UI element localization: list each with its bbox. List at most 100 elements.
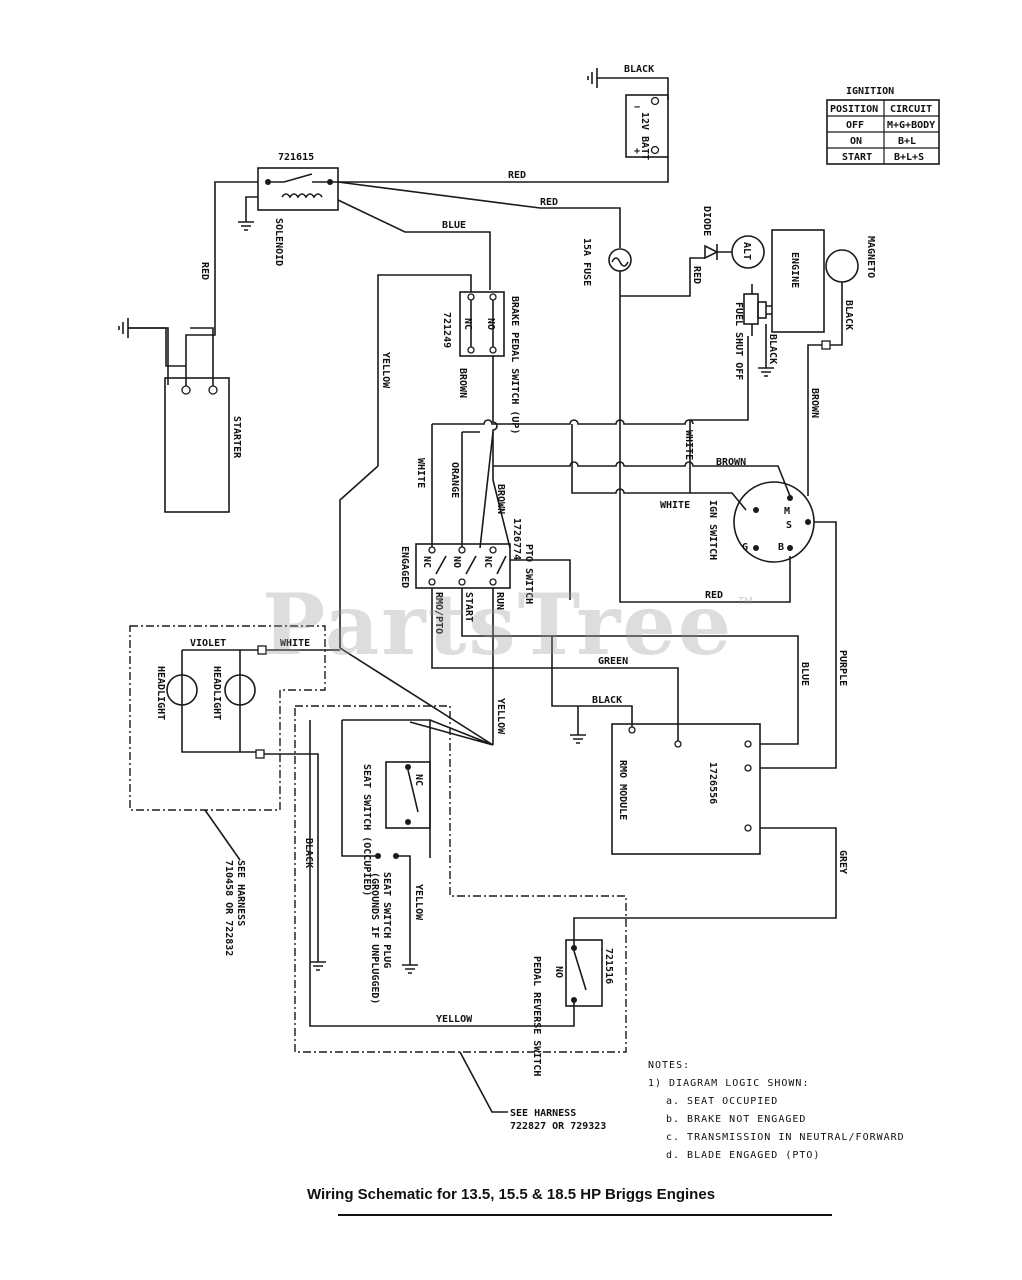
diagram-caption: Wiring Schematic for 13.5, 15.5 & 18.5 H… xyxy=(306,1186,716,1203)
wire-label-white-ign: WHITE xyxy=(660,500,690,511)
pto-switch: NC NO NC ENGAGED 1726774 PTO SWITCH RMO/… xyxy=(399,518,534,634)
wire-label-red-diode: RED xyxy=(691,266,702,284)
harness-note-bottom-1: SEE HARNESS xyxy=(510,1108,576,1119)
battery-label: 12V BATT xyxy=(639,112,650,160)
wire-label-black-headlight: BLACK xyxy=(303,838,314,868)
notes-title: NOTES: xyxy=(648,1060,690,1071)
wire-label-brown-pto: BROWN xyxy=(495,484,506,514)
brake-label: BRAKE PEDAL SWITCH (UP) xyxy=(509,296,520,434)
seat-nc: NC xyxy=(413,774,424,786)
wire-label-white-pto: WHITE xyxy=(415,458,426,488)
wire-label-battery-black: BLACK xyxy=(624,64,654,75)
ign-m: M xyxy=(784,506,790,517)
wire-label-brown-magneto: BROWN xyxy=(809,388,820,418)
notes-line-1: 1) DIAGRAM LOGIC SHOWN: xyxy=(648,1078,809,1089)
rmo-part: 1726556 xyxy=(707,762,718,804)
brake-pedal-switch: NC NO 721249 BRAKE PEDAL SWITCH (UP) xyxy=(441,291,520,434)
notes-line-b: b. BRAKE NOT ENGAGED xyxy=(666,1114,806,1125)
headlight-right-label: HEADLIGHT xyxy=(211,666,222,720)
pto-nc-2: NC xyxy=(482,556,493,568)
notes: NOTES: 1) DIAGRAM LOGIC SHOWN: a. SEAT O… xyxy=(648,1060,905,1161)
ign-g: G xyxy=(742,542,748,553)
reverse-no: NO xyxy=(553,966,564,978)
starter-ground-icon xyxy=(118,318,186,367)
diode: DIODE xyxy=(701,206,732,260)
pto-start: START xyxy=(463,592,474,622)
wire-label-black-fuel: BLACK xyxy=(767,334,778,364)
table-cell-on-circuit: B+L xyxy=(898,136,916,147)
pto-part: 1726774 xyxy=(511,518,522,560)
notes-line-c: c. TRANSMISSION IN NEUTRAL/FORWARD xyxy=(666,1132,905,1143)
solenoid: 721615 SOLENOID xyxy=(238,152,339,266)
brake-part: 721249 xyxy=(441,312,452,348)
harness-note-left-1: SEE HARNESS xyxy=(235,860,246,926)
wire-label-grey: GREY xyxy=(837,850,848,874)
watermark-logo: PartsTree xyxy=(262,575,734,674)
caption-underline xyxy=(338,1214,832,1216)
brake-no: NO xyxy=(485,318,496,330)
reverse-part: 721516 xyxy=(603,948,614,984)
wire-label-white-fuel: WHITE xyxy=(683,430,694,460)
starter: STARTER xyxy=(118,318,242,513)
solenoid-label: SOLENOID xyxy=(273,218,284,266)
wire-label-green: GREEN xyxy=(598,656,628,667)
fuse-label: 15A FUSE xyxy=(581,238,592,286)
ign-s: S xyxy=(786,520,792,531)
rmo-module: RMO MODULE 1726556 xyxy=(611,723,761,855)
harness-note-left-2: 710458 OR 722832 xyxy=(223,860,234,956)
fuel-shutoff: FUEL SHUT OFF BLACK xyxy=(733,284,778,380)
wire-label-yellow-brake: YELLOW xyxy=(380,352,391,389)
table-cell-off-circuit: M+G+BODY xyxy=(887,120,935,131)
notes-line-a: a. SEAT OCCUPIED xyxy=(666,1096,778,1107)
wire-label-red-fuse: RED xyxy=(540,197,558,208)
table-cell-start: START xyxy=(842,152,872,163)
magneto: MAGNETO BLACK BROWN xyxy=(807,236,876,496)
headlight-harness: VIOLET HEADLIGHT HEADLIGHT WHITE BLACK xyxy=(129,625,340,971)
rmo-ground-icon xyxy=(570,706,586,744)
wire-label-black-magneto: BLACK xyxy=(843,300,854,330)
fuel-shutoff-label: FUEL SHUT OFF xyxy=(733,302,744,380)
headlight-left-label: HEADLIGHT xyxy=(155,666,166,720)
brake-nc: NC xyxy=(462,318,473,330)
reverse-label: PEDAL REVERSE SWITCH xyxy=(531,956,542,1076)
notes-line-d: d. BLADE ENGAGED (PTO) xyxy=(666,1150,820,1161)
fuse-15a: 15A FUSE xyxy=(581,238,632,286)
battery-minus: − xyxy=(634,102,640,113)
engine: ENGINE xyxy=(771,229,825,333)
wire-label-blue-rmo: BLUE xyxy=(799,662,810,686)
ignition-switch: M S G B IGN SWITCH xyxy=(707,481,815,563)
wire-label-white-headlight: WHITE xyxy=(280,638,310,649)
wire-label-purple: PURPLE xyxy=(837,650,848,686)
pto-label: PTO SWITCH xyxy=(523,544,534,604)
wire-label-black-rmo: BLACK xyxy=(592,695,622,706)
solenoid-coil-icon xyxy=(281,193,323,199)
table-header-position: POSITION xyxy=(830,104,878,115)
magneto-label: MAGNETO xyxy=(865,236,876,278)
seat-plug-label: SEAT SWITCH PLUG xyxy=(381,872,392,968)
headlight-ground-icon xyxy=(264,753,326,971)
fuel-ground-icon xyxy=(758,324,774,377)
wire-label-brown-ign: BROWN xyxy=(716,457,746,468)
table-header-circuit: CIRCUIT xyxy=(890,104,932,115)
ign-label: IGN SWITCH xyxy=(707,500,718,560)
rmo-label: RMO MODULE xyxy=(617,760,628,820)
wire-label-red-starter: RED xyxy=(199,262,210,280)
seat-ground-icon xyxy=(398,855,418,974)
table-cell-start-circuit: B+L+S xyxy=(894,152,924,163)
pto-no: NO xyxy=(451,556,462,568)
wire-label-yellow-reverse: YELLOW xyxy=(436,1014,473,1025)
harness-note-bottom-2: 722827 OR 729323 xyxy=(510,1121,606,1132)
wire-label-red-ign: RED xyxy=(705,590,723,601)
wire-label-blue-brake: BLUE xyxy=(442,220,466,231)
wire-label-yellow-pto: YELLOW xyxy=(495,698,506,735)
solenoid-part: 721615 xyxy=(278,152,314,163)
wire-label-orange-pto: ORANGE xyxy=(449,462,460,498)
wire-label-violet: VIOLET xyxy=(190,638,226,649)
pto-rmo-pto: RMO/PTO xyxy=(433,592,444,634)
wire-label-brown-brake: BROWN xyxy=(457,368,468,398)
seat-switch-label: SEAT SWITCH (OCCUPIED) xyxy=(361,764,372,896)
ign-b: B xyxy=(778,542,784,553)
alt-label: ALT xyxy=(741,242,752,260)
battery-plus: + xyxy=(634,146,640,157)
